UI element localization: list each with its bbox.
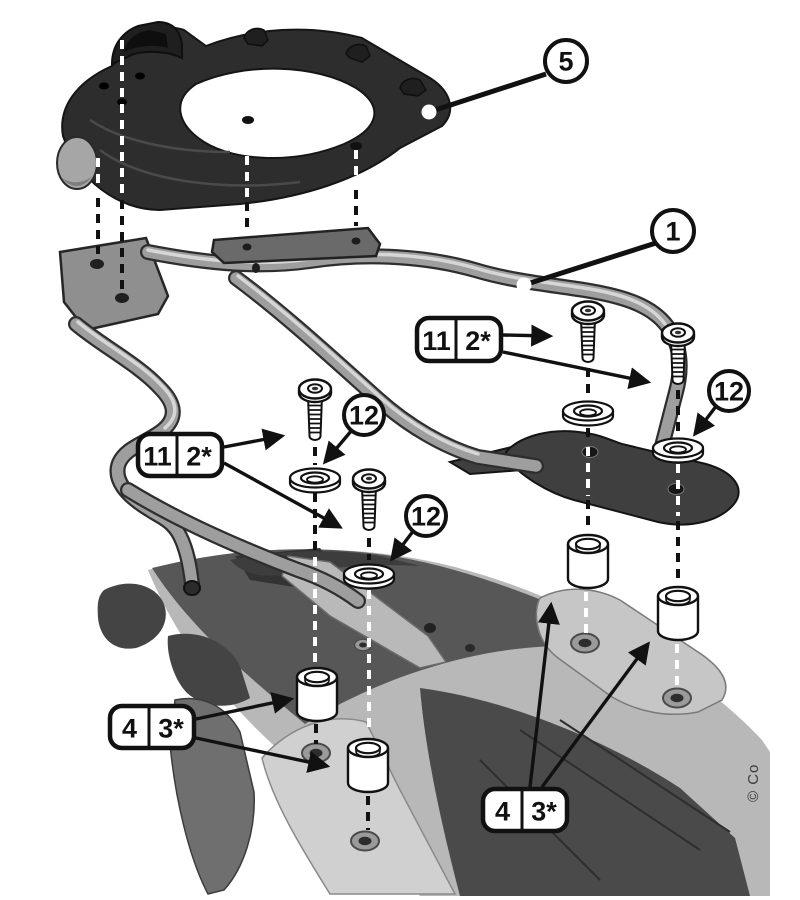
leader-dot-part1: [516, 277, 532, 293]
callout-leaders: [195, 71, 719, 789]
monorack-frame: [58, 226, 740, 609]
arrow-spacers-left-2: [195, 736, 331, 773]
copyright-watermark: © Co: [745, 764, 762, 802]
top-plate: [56, 20, 451, 212]
tail-bolt-detail: [424, 623, 436, 633]
callout-circle-part12-left-upper: 12: [342, 393, 386, 437]
top-plate-tab: [243, 27, 269, 47]
leader-line-part5: [428, 71, 547, 115]
top-plate-ridge: [89, 118, 301, 187]
screw-icon: [660, 322, 696, 386]
side-arm-tube: [120, 482, 366, 609]
lower-right-fairing: [420, 688, 750, 896]
top-plate-hole: [242, 116, 254, 124]
assembly-axis-lines: [96, 40, 680, 830]
arrow-spacers-right-2: [540, 641, 650, 789]
arrow-screws-left-2: [223, 461, 343, 529]
left-plate-hole: [115, 293, 129, 303]
plate-side-cap: [56, 136, 98, 190]
callout-label-12b: 12: [411, 502, 441, 532]
arrow-screws-left-1: [223, 428, 286, 451]
grab-rail-lower: [167, 633, 250, 706]
box-cell-3star: 3*: [158, 714, 184, 744]
screw-icon: [351, 468, 387, 532]
callout-circle-part12-left-lower: 12: [404, 494, 448, 538]
top-plate-hole: [135, 72, 145, 80]
top-plate-bump-recess: [124, 30, 168, 52]
callout-circle-part1: 1: [650, 208, 696, 254]
callout-label-5: 5: [558, 47, 573, 77]
top-plate-hole: [350, 142, 362, 150]
spacer-icon: [346, 737, 390, 794]
spacer-icon: [656, 585, 700, 642]
tube-open-end: [183, 580, 201, 596]
tail-bolt-detail: [465, 644, 475, 652]
mount-hole-grommet: [301, 742, 331, 764]
top-plate-hole: [117, 98, 127, 106]
callout-circle-part12-right: 12: [707, 369, 751, 413]
right-bracket-plate: [504, 430, 740, 526]
arrow-12-left-lower: [389, 528, 416, 562]
spacer-icon: [566, 533, 610, 590]
leader-line-part1: [523, 240, 657, 288]
left-plate-hole: [90, 259, 104, 269]
box-cell-3star: 3*: [531, 797, 557, 827]
arrow-12-left-upper: [322, 428, 354, 465]
washer-icon: [342, 563, 396, 590]
callout-label-1: 1: [665, 217, 680, 247]
callout-box-spacers-left: 4 3*: [107, 703, 197, 751]
arrow-spacers-right-1: [528, 601, 560, 788]
box-cell-2star: 2*: [186, 442, 212, 472]
box-cell-4: 4: [495, 797, 510, 827]
tube-hole-detail: [252, 263, 260, 273]
top-plate-tab: [345, 43, 371, 63]
leader-dot-part5: [421, 104, 437, 120]
plate-side-cap-shade: [62, 176, 92, 186]
spacer-icon: [295, 666, 339, 723]
callout-box-screws-right: 11 2*: [414, 315, 504, 364]
crossbar-plate: [210, 226, 382, 265]
arrow-screws-right-2: [502, 350, 652, 390]
callout-box-screws-left: 11 2*: [135, 431, 225, 479]
mount-hole-grommet: [350, 830, 380, 852]
box-cell-11: 11: [422, 326, 451, 356]
screw-icon: [297, 378, 333, 442]
box-cell-4: 4: [122, 714, 137, 744]
mount-hole-grommet: [570, 632, 600, 654]
callout-label-12c: 12: [714, 377, 744, 407]
washer-icon: [288, 467, 342, 494]
arrow-12-right: [692, 403, 719, 437]
box-cell-2star: 2*: [465, 326, 491, 356]
grab-rail-left: [97, 583, 166, 649]
rear-s-tube: [68, 316, 200, 592]
washer-icon: [651, 437, 705, 464]
crossbar-hole: [351, 237, 361, 245]
top-plate-hole: [99, 82, 109, 90]
arrow-screws-right-1: [502, 324, 554, 347]
washer-icon: [561, 400, 615, 427]
arrow-spacers-left-1: [195, 692, 295, 721]
box-cell-11: 11: [143, 442, 172, 472]
screw-icon: [570, 300, 606, 364]
mount-hole-grommet: [662, 687, 692, 709]
callout-circle-part5: 5: [543, 38, 589, 84]
callout-label-12a: 12: [349, 401, 379, 431]
top-plate-tab: [399, 77, 427, 97]
callout-box-spacers-right: 4 3*: [480, 786, 570, 834]
crossbar-hole: [242, 243, 252, 251]
left-mount-plate: [58, 236, 170, 332]
